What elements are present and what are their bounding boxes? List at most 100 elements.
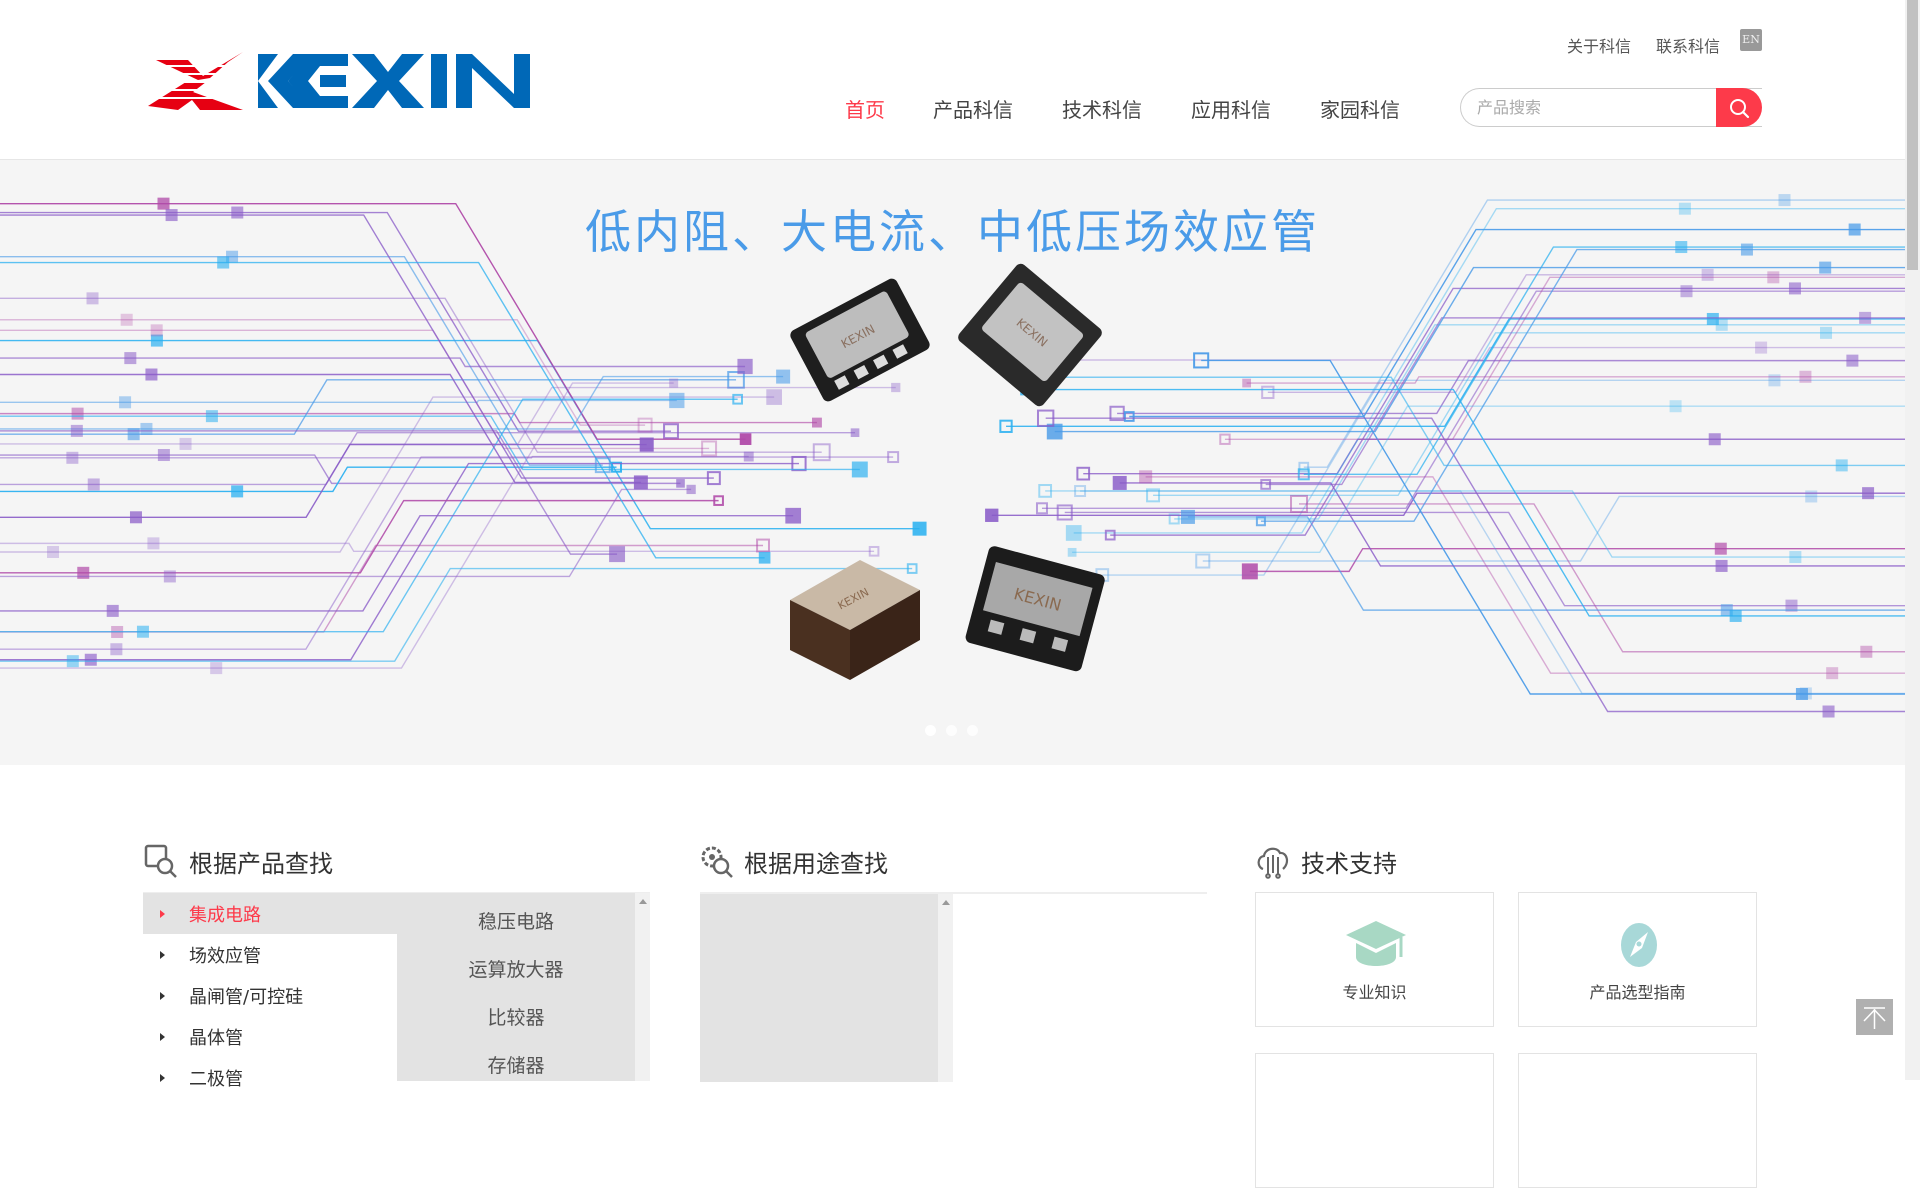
support-card[interactable] <box>1255 1053 1494 1188</box>
circuit-pad <box>999 419 1013 433</box>
circuit-trace <box>0 515 794 612</box>
circuit-trace <box>1145 476 1905 674</box>
nav-technology[interactable]: 技术科信 <box>1062 98 1142 122</box>
circuit-pad <box>106 604 119 617</box>
circuit-pad <box>706 471 721 486</box>
category-label: 晶闸管/可控硅 <box>189 986 304 1008</box>
search-button[interactable] <box>1716 88 1762 127</box>
support-card-label: 产品选型指南 <box>1589 983 1686 1002</box>
circuit-pad <box>1778 194 1791 207</box>
contact-link[interactable]: 联系科信 <box>1656 37 1721 56</box>
nav-home[interactable]: 首页 <box>845 98 885 122</box>
page-scrollbar-thumb[interactable] <box>1907 0 1918 270</box>
support-card-knowledge[interactable]: 专业知识 <box>1255 892 1494 1027</box>
subcategory-item[interactable]: 运算放大器 <box>468 959 564 981</box>
support-heading: 技术支持 <box>1255 843 1397 879</box>
circuit-pad <box>1260 479 1272 490</box>
circuit-pad <box>1678 202 1691 215</box>
slide-dot-1[interactable] <box>925 725 936 736</box>
search-icon <box>1730 98 1750 118</box>
category-item[interactable]: 晶闸管/可控硅 <box>143 975 397 1016</box>
circuit-trace <box>1045 490 1905 558</box>
slide-dot-2[interactable] <box>946 725 957 736</box>
circuit-pad <box>110 643 123 656</box>
language-en-button[interactable]: EN <box>1740 29 1762 51</box>
circuit-pad <box>1767 271 1780 284</box>
circuit-pad <box>1862 487 1875 500</box>
support-card[interactable] <box>1518 1053 1757 1188</box>
circuit-trace <box>1041 290 1905 509</box>
circuit-trace <box>0 357 746 368</box>
subcategory-scrollbar[interactable] <box>635 893 650 1081</box>
nav-applications[interactable]: 应用科信 <box>1191 98 1271 122</box>
circuit-trace <box>1202 495 1905 562</box>
category-item[interactable]: 集成电路 <box>143 893 397 934</box>
circuit-pad <box>756 538 770 553</box>
category-item[interactable]: 二极管 <box>143 1057 397 1098</box>
search-input[interactable] <box>1477 89 1717 126</box>
support-card-label: 专业知识 <box>1342 983 1407 1002</box>
circuit-pad <box>1714 542 1727 555</box>
circuit-pad <box>1795 687 1808 700</box>
circuit-pad <box>1835 459 1848 472</box>
circuit-pad <box>669 392 685 409</box>
circuit-pad <box>891 382 901 393</box>
application-scrollbar[interactable] <box>938 894 953 1082</box>
circuit-trace <box>0 431 856 486</box>
circuit-pad <box>727 371 745 389</box>
nav-home-community[interactable]: 家园科信 <box>1320 98 1400 122</box>
circuit-trace <box>0 202 746 440</box>
circuit-trace <box>0 256 603 466</box>
circuit-pad <box>157 197 170 210</box>
chip-images: KEXIN KEXIN KEXIN KEXIN <box>790 263 1105 680</box>
circuit-pad <box>210 662 223 675</box>
circuit-pad <box>1067 547 1077 557</box>
circuit-pad <box>1123 411 1135 422</box>
circuit-pad <box>86 292 99 305</box>
application-list <box>700 894 938 1082</box>
circuit-trace <box>991 492 1905 516</box>
about-link[interactable]: 关于科信 <box>1567 37 1632 56</box>
hero-banner[interactable]: 低内阻、大电流、中低压场效应管 KEXIN KEXIN KEXIN KEXIN <box>0 160 1905 765</box>
circuit-pad <box>1076 466 1091 481</box>
circuit-pad <box>179 437 192 450</box>
circuit-pad <box>766 389 782 405</box>
back-to-top-button[interactable] <box>1856 999 1893 1035</box>
circuit-pad <box>71 407 84 420</box>
circuit-pad <box>1139 470 1153 484</box>
category-label: 集成电路 <box>189 904 261 926</box>
circuit-trace <box>1054 266 1905 433</box>
circuit-pad <box>1701 268 1714 281</box>
circuit-pad <box>1056 504 1073 521</box>
subcategory-item[interactable]: 比较器 <box>487 1007 545 1029</box>
scroll-up-arrow-icon[interactable] <box>941 900 950 905</box>
category-item[interactable]: 晶体管 <box>143 1016 397 1057</box>
scroll-up-arrow-icon[interactable] <box>638 899 647 904</box>
product-category-panel: 集成电路 场效应管 晶闸管/可控硅 晶体管 二极管 稳压电路 运算放大器 比较器… <box>143 892 650 1090</box>
kexin-logo[interactable] <box>148 52 533 114</box>
circuit-pad <box>119 396 132 409</box>
subcategory-item[interactable]: 存储器 <box>487 1055 545 1077</box>
circuit-trace <box>1080 490 1905 695</box>
circuit-trace <box>0 211 672 432</box>
circuit-trace <box>1102 379 1905 576</box>
circuit-pad <box>732 393 743 405</box>
subcategory-item[interactable]: 稳压电路 <box>477 911 554 933</box>
support-card-selection-guide[interactable]: 产品选型指南 <box>1518 892 1757 1027</box>
circuit-trace <box>1224 276 1905 440</box>
banner-title: 低内阻、大电流、中低压场效应管 <box>585 205 1320 259</box>
nav-products[interactable]: 产品科信 <box>933 98 1013 122</box>
circuit-pad <box>1297 468 1310 481</box>
circuit-pad <box>1789 551 1802 564</box>
cloud-circuit-icon <box>1257 847 1289 879</box>
circuit-trace <box>0 488 692 578</box>
page-scrollbar[interactable] <box>1905 0 1920 1080</box>
circuit-pad <box>676 479 685 488</box>
circuit-trace <box>1174 324 1905 520</box>
category-item[interactable]: 场效应管 <box>143 934 397 975</box>
slide-dot-3[interactable] <box>967 725 978 736</box>
circuit-trace <box>1026 388 1905 617</box>
circuit-trace <box>1064 511 1905 607</box>
circuit-pad <box>1035 502 1048 515</box>
circuit-pad <box>1242 378 1252 388</box>
